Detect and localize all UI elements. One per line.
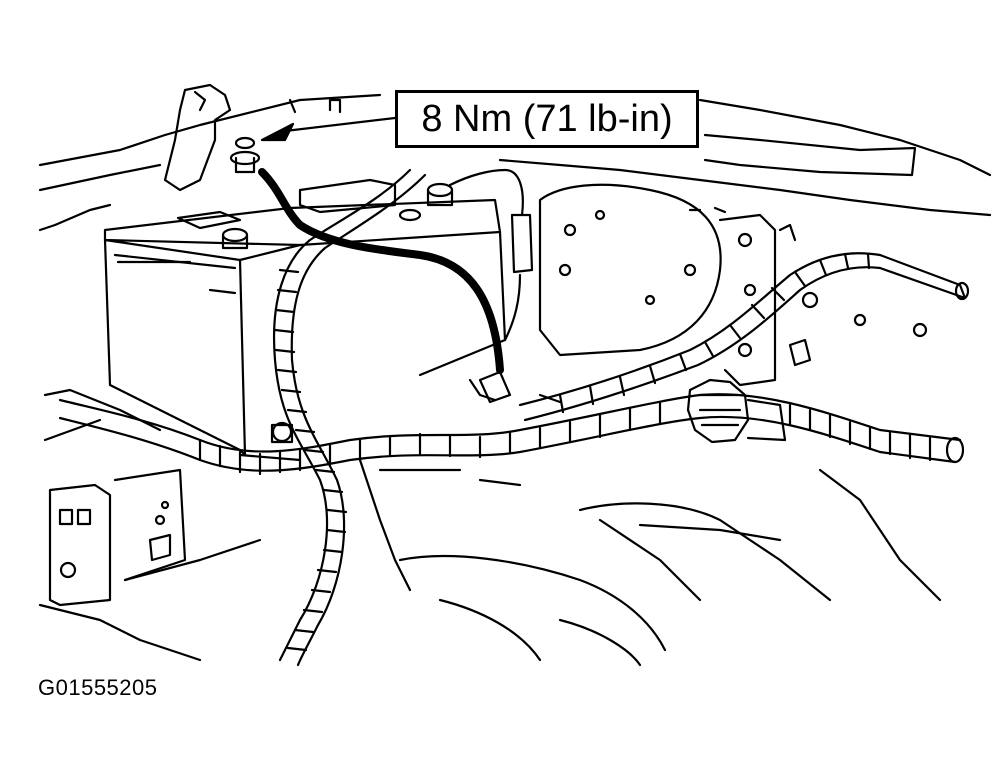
harness-conduit-right (518, 252, 970, 422)
ground-bolt (229, 136, 261, 174)
ground-cable (258, 168, 504, 374)
sensor-wire (448, 168, 534, 342)
harness-conduit-bottom (58, 393, 965, 476)
torque-callout-box: 8 Nm (71 lb-in) (395, 90, 699, 148)
torque-arrow (260, 116, 397, 142)
mounting-bracket (163, 83, 232, 192)
fender-panel (538, 183, 928, 387)
harness-conduit-left (273, 168, 427, 667)
figure-id-label: G01555205 (38, 675, 158, 700)
lower-left-frame (38, 388, 262, 662)
ground-cable-tab (478, 370, 512, 404)
torque-spec-label: 8 Nm (71 lb-in) (421, 98, 673, 140)
harness-connector (686, 378, 787, 444)
cable-clip (270, 421, 294, 444)
radiator-support (358, 378, 942, 667)
upper-body-panel (38, 93, 992, 232)
